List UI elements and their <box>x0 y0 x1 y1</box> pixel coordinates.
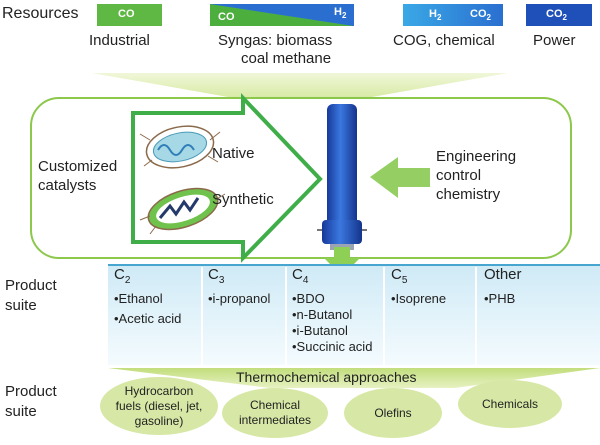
cog-h2-text: H2 <box>429 8 442 23</box>
syngas-co-text: CO <box>218 11 235 23</box>
co2-chip-power: CO2 <box>526 4 592 26</box>
product-column-other: Other •PHB <box>484 267 522 367</box>
product-suite-label-1-line2: suite <box>5 297 37 314</box>
synthetic-label: Synthetic <box>212 191 274 208</box>
product-suite-label-2-line1: Product <box>5 383 57 400</box>
engineering-line1: Engineering <box>436 148 517 165</box>
column-header: C3 <box>208 266 225 287</box>
syngas-chip: CO H2 <box>210 4 354 26</box>
cog-chip: H2 CO2 <box>403 4 503 26</box>
product-item: •i-Butanol <box>292 323 348 338</box>
industrial-caption: Industrial <box>89 32 150 49</box>
product-table-band <box>108 265 600 365</box>
oval-olefins: Olefins <box>344 388 442 438</box>
product-column-c5: C5 •Isoprene <box>391 267 446 367</box>
product-suite-label-1-line1: Product <box>5 277 57 294</box>
reactor-down-arrow <box>324 247 360 276</box>
power-caption: Power <box>533 32 576 49</box>
syngas-caption-line1: Syngas: biomass <box>218 32 333 49</box>
product-item: •Ethanol <box>114 291 163 306</box>
column-header: Other <box>484 266 522 283</box>
customized-catalysts-line1: Customized <box>38 158 118 175</box>
oval-chemicals: Chemicals <box>458 380 562 428</box>
power-co2-text: CO2 <box>546 8 567 23</box>
product-item: •Succinic acid <box>292 339 373 354</box>
column-header: C2 <box>114 266 131 287</box>
thermo-label: Thermochemical approaches <box>236 369 417 385</box>
column-header: C5 <box>391 266 408 287</box>
product-column-c2: C2 •Ethanol •Acetic acid <box>114 267 181 367</box>
product-item: •n-Butanol <box>292 307 353 322</box>
column-header: C4 <box>292 266 309 287</box>
product-item: •BDO <box>292 291 325 306</box>
customized-catalysts-line2: catalysts <box>38 177 97 194</box>
engineering-line3: chemistry <box>436 186 501 203</box>
synthetic-microbe-icon <box>139 187 226 235</box>
product-item: •PHB <box>484 291 516 306</box>
native-microbe-icon <box>139 125 221 169</box>
cog-caption: COG, chemical <box>393 32 495 49</box>
product-item: •Acetic acid <box>114 311 182 326</box>
native-label: Native <box>212 145 255 162</box>
resources-label: Resources <box>2 5 79 22</box>
engineering-line2: control <box>436 167 482 184</box>
syngas-gradient <box>210 4 354 26</box>
thermo-band <box>108 368 600 388</box>
syngas-caption-line2: coal methane <box>241 50 332 67</box>
cog-co2-text: CO2 <box>470 8 491 23</box>
resources-funnel <box>92 73 508 100</box>
engineering-arrow <box>370 157 430 198</box>
co-chip-industrial: CO <box>97 4 162 26</box>
product-column-c4: C4 •BDO •n-Butanol •i-Butanol •Succinic … <box>292 267 372 367</box>
product-suite-label-2-line2: suite <box>5 403 37 420</box>
product-item: •Isoprene <box>391 291 447 306</box>
co-chip-text: CO <box>118 8 135 20</box>
product-item: •i-propanol <box>208 291 271 306</box>
syngas-h2-text: H2 <box>334 6 347 21</box>
reactor-tube <box>327 104 357 234</box>
product-column-c3: C3 •i-propanol <box>208 267 270 367</box>
